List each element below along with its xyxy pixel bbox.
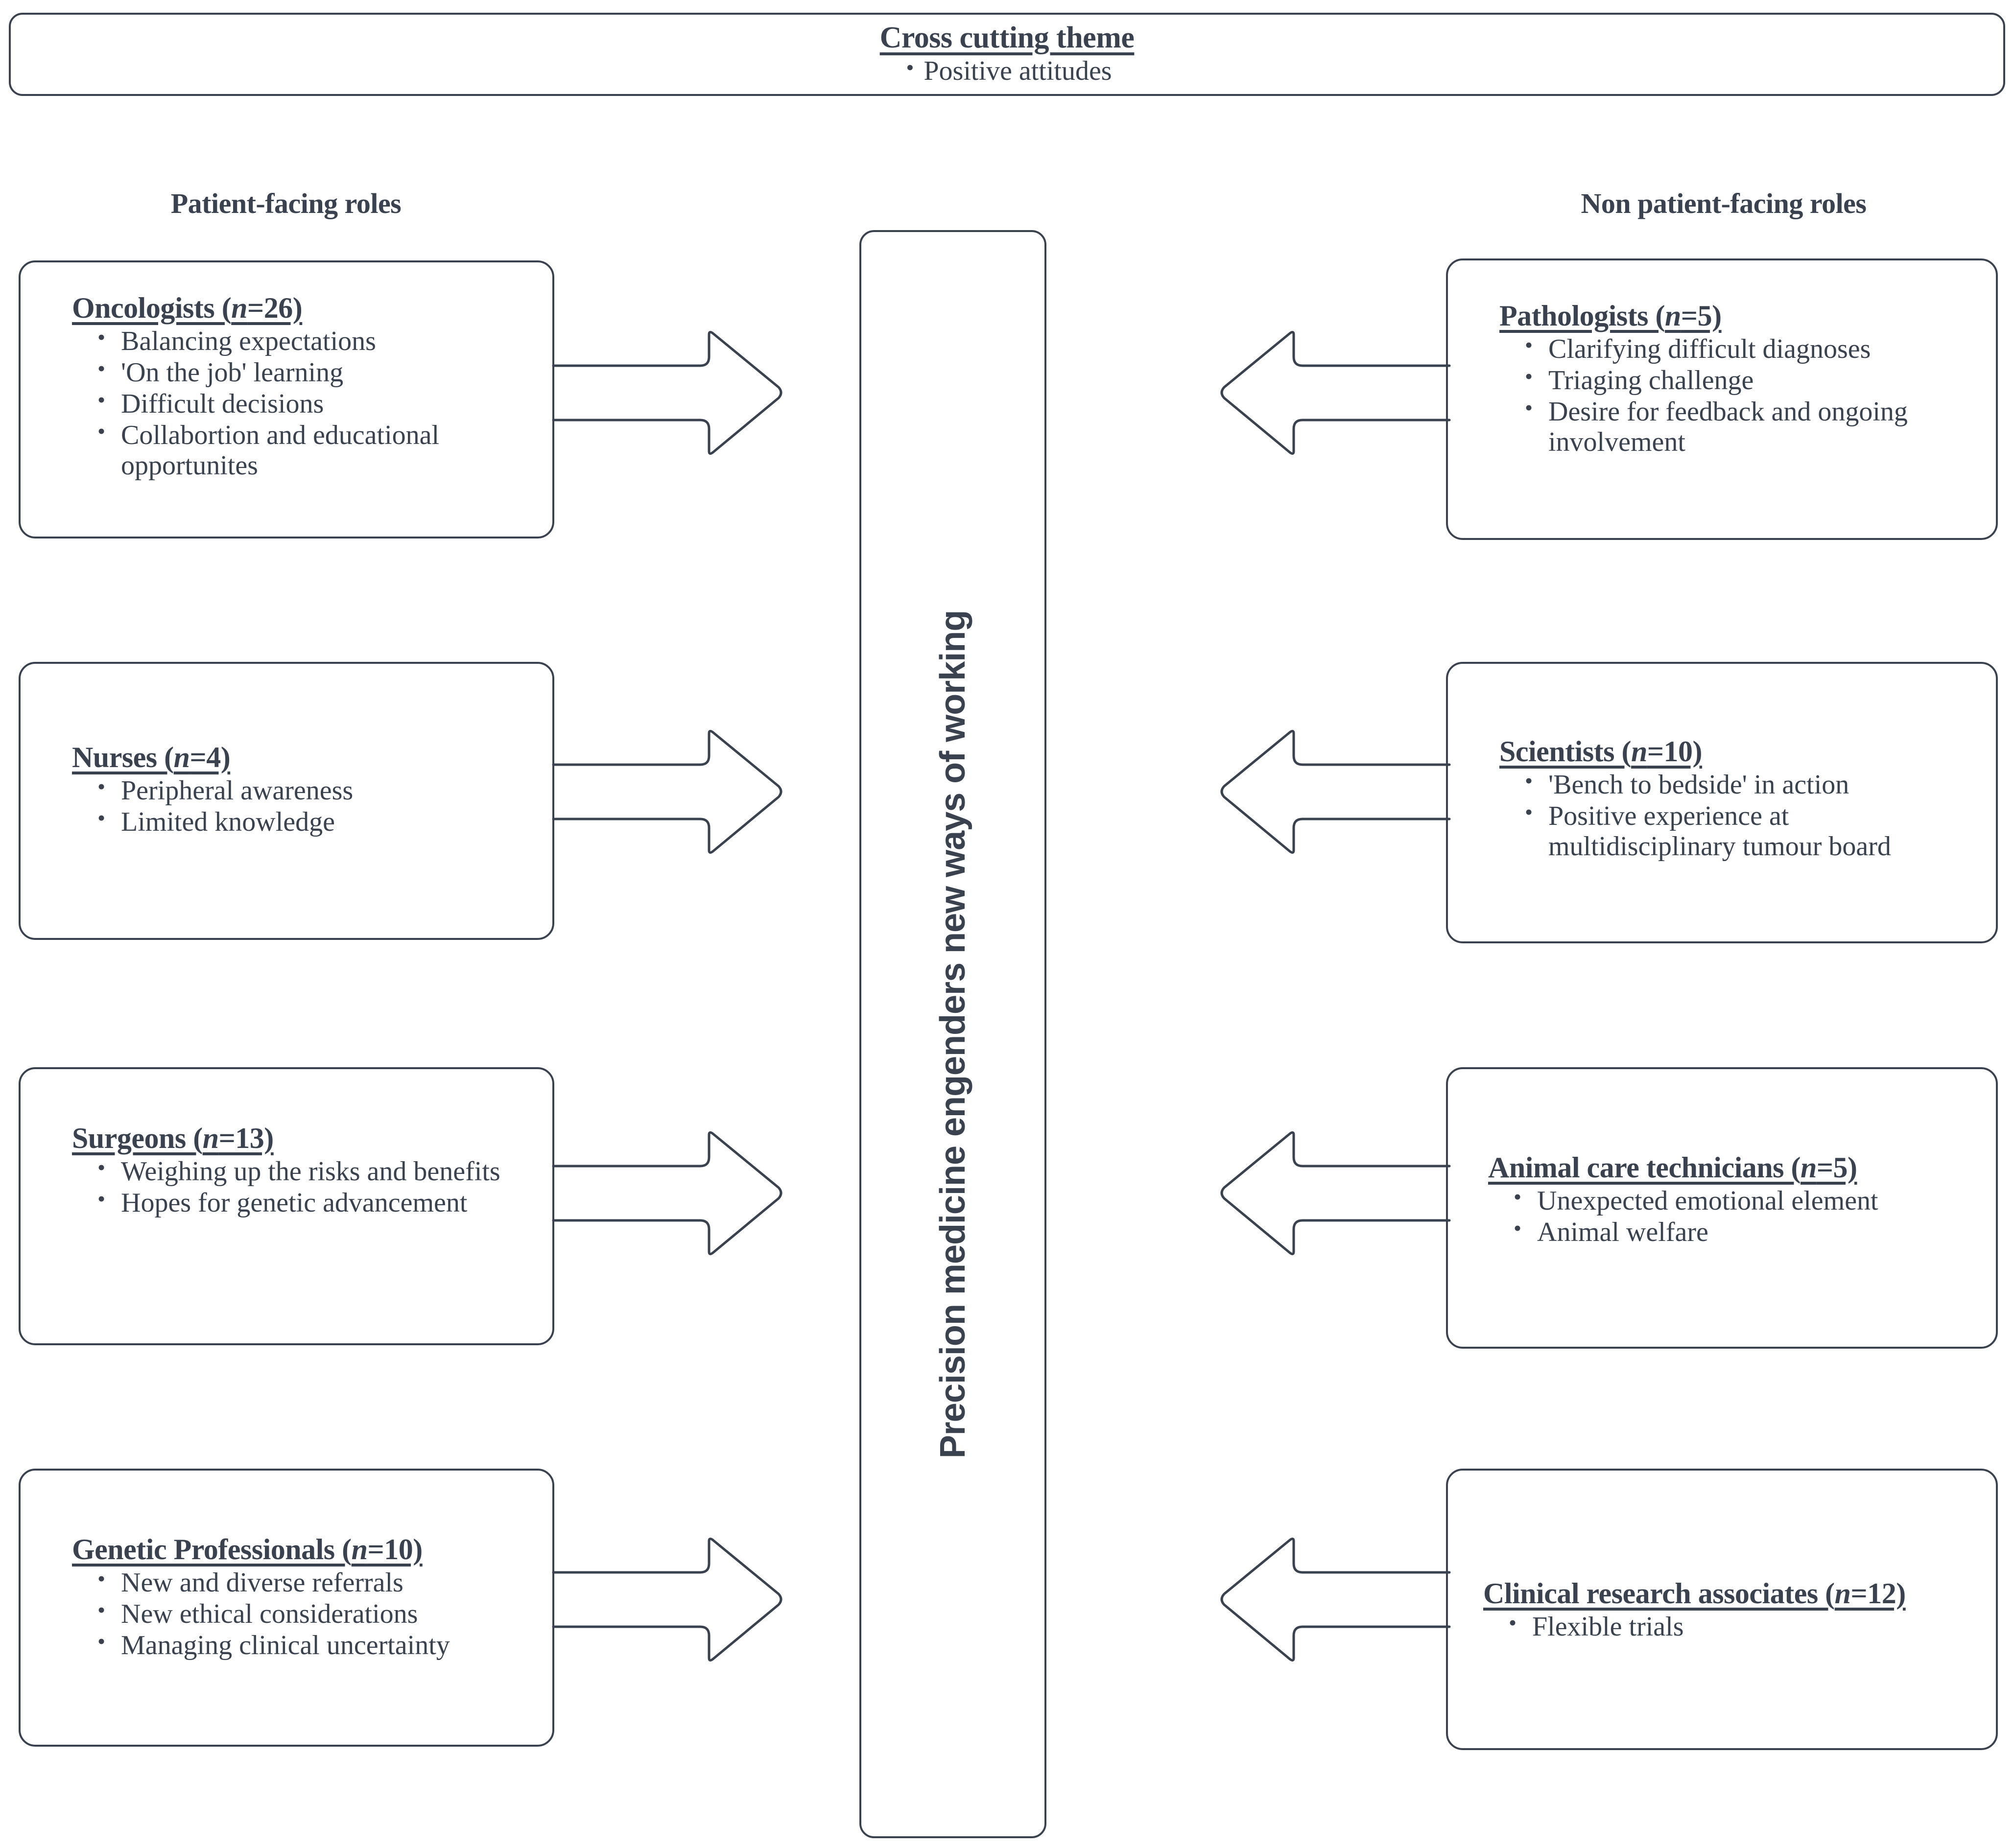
list-item: Hopes for genetic advancement (97, 1186, 532, 1218)
column-heading-non-patient-facing: Non patient-facing roles (1581, 187, 1867, 219)
arrow-nurses-to-centre (552, 729, 783, 854)
list-item: 'Bench to bedside' in action (1525, 768, 1975, 800)
list-item: Peripheral awareness (97, 774, 532, 806)
card-bullet-list: Peripheral awareness Limited knowledge (72, 774, 532, 837)
list-item: Limited knowledge (97, 805, 532, 837)
card-title-pathologists: Pathologists (n=5) (1499, 300, 1722, 332)
list-item: Unexpected emotional element (1514, 1184, 1975, 1216)
list-item: Desire for feedback and ongoing involvem… (1525, 395, 1975, 457)
list-item: Triaging challenge (1525, 364, 1975, 396)
list-item: New ethical considerations (97, 1597, 532, 1629)
list-item: Difficult decisions (97, 387, 532, 419)
arrow-clinical-research-associates-to-centre (1219, 1537, 1451, 1662)
list-item: Animal welfare (1514, 1216, 1975, 1247)
central-theme-label: Precision medicine engenders new ways of… (933, 610, 972, 1458)
card-bullet-list: Unexpected emotional element Animal welf… (1488, 1184, 1975, 1247)
arrow-scientists-to-centre (1219, 729, 1451, 854)
card-clinical-research-associates: Clinical research associates (n=12) Flex… (1446, 1469, 1998, 1750)
central-theme-box: Precision medicine engenders new ways of… (859, 230, 1046, 1838)
card-bullet-list: Weighing up the risks and benefits Hopes… (72, 1155, 532, 1218)
list-item: Positive experience at multidisciplinary… (1525, 799, 1975, 862)
card-title-genetic-professionals: Genetic Professionals (n=10) (72, 1533, 423, 1566)
list-item: Managing clinical uncertainty (97, 1629, 532, 1661)
list-item: Balancing expectations (97, 325, 532, 356)
cross-cutting-theme-bullet-list: Positive attitudes (902, 55, 1112, 87)
card-title-surgeons: Surgeons (n=13) (72, 1122, 274, 1154)
card-scientists: Scientists (n=10) 'Bench to bedside' in … (1446, 662, 1998, 943)
list-item: Collabortion and educational opportunite… (97, 419, 532, 481)
cross-cutting-theme-title: Cross cutting theme (879, 21, 1135, 54)
list-item: Weighing up the risks and benefits (97, 1155, 532, 1187)
card-bullet-list: 'Bench to bedside' in action Positive ex… (1499, 768, 1975, 862)
card-bullet-list: Flexible trials (1483, 1610, 1975, 1642)
card-oncologists: Oncologists (n=26) Balancing expectation… (19, 260, 554, 538)
card-title-clinical-research-associates: Clinical research associates (n=12) (1483, 1577, 1906, 1610)
card-bullet-list: Clarifying difficult diagnoses Triaging … (1499, 332, 1975, 458)
arrow-genetic-professionals-to-centre (552, 1537, 783, 1662)
list-item: Flexible trials (1509, 1610, 1975, 1642)
column-heading-patient-facing: Patient-facing roles (170, 187, 402, 219)
card-bullet-list: New and diverse referrals New ethical co… (72, 1566, 532, 1661)
list-item: Clarifying difficult diagnoses (1525, 332, 1975, 364)
card-genetic-professionals: Genetic Professionals (n=10) New and div… (19, 1469, 554, 1747)
card-title-nurses: Nurses (n=4) (72, 741, 231, 773)
card-animal-care-technicians: Animal care technicians (n=5) Unexpected… (1446, 1067, 1998, 1349)
card-bullet-list: Balancing expectations 'On the job' lear… (72, 325, 532, 481)
cross-cutting-theme-box: Cross cutting theme Positive attitudes (9, 13, 2005, 96)
card-title-animal-care-technicians: Animal care technicians (n=5) (1488, 1151, 1857, 1184)
card-pathologists: Pathologists (n=5) Clarifying difficult … (1446, 258, 1998, 540)
arrow-oncologists-to-centre (552, 330, 783, 455)
arrow-animal-care-technicians-to-centre (1219, 1131, 1451, 1256)
card-title-oncologists: Oncologists (n=26) (72, 292, 303, 324)
list-item: 'On the job' learning (97, 356, 532, 388)
card-surgeons: Surgeons (n=13) Weighing up the risks an… (19, 1067, 554, 1345)
cross-cutting-theme-bullet: Positive attitudes (902, 55, 1112, 87)
list-item: New and diverse referrals (97, 1566, 532, 1598)
arrow-surgeons-to-centre (552, 1131, 783, 1256)
arrow-pathologists-to-centre (1219, 330, 1451, 455)
card-title-scientists: Scientists (n=10) (1499, 735, 1703, 768)
card-nurses: Nurses (n=4) Peripheral awareness Limite… (19, 662, 554, 940)
